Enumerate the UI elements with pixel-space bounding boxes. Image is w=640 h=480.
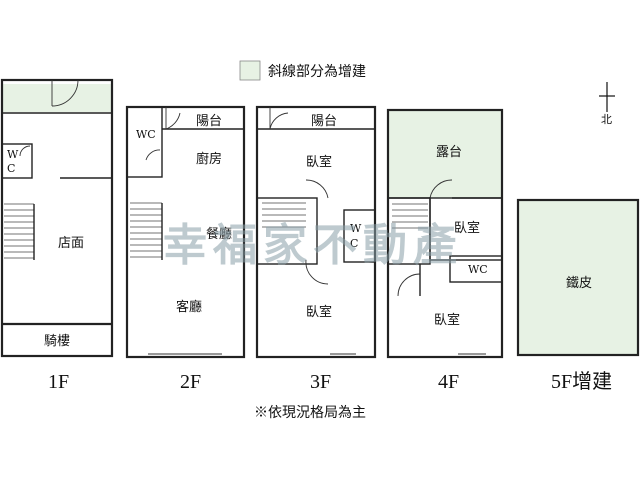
f4-room-bedroom-small: 臥室 xyxy=(454,220,480,236)
floor-2f-plan: 陽台 WC 廚房 餐廳 客廳 2F xyxy=(125,105,246,393)
f5-room-iron-sheet: 鐵皮 xyxy=(566,275,592,291)
f3-room-balcony: 陽台 xyxy=(311,114,337,129)
f3-floor-label: 3F xyxy=(310,371,331,393)
f3-wc-c: C xyxy=(350,237,358,250)
f2-room-living: 客廳 xyxy=(176,299,202,315)
f1-room-shop: 店面 xyxy=(58,236,84,251)
f5-outer-wall xyxy=(516,198,640,357)
f2-room-kitchen: 廚房 xyxy=(196,151,222,167)
f2-room-balcony: 陽台 xyxy=(196,114,222,129)
watermark-text: 幸福家不動產 xyxy=(163,220,463,271)
f1-floor-label: 1F xyxy=(48,371,69,393)
f2-floor-label: 2F xyxy=(180,371,201,393)
f1-room-arcade: 騎樓 xyxy=(44,334,70,349)
f2-wc-label: WC xyxy=(136,128,156,141)
f2-wc-room xyxy=(126,106,163,178)
f4-wc-label: WC xyxy=(468,263,488,276)
f3-wc-w: W xyxy=(350,222,362,235)
legend-label: 斜線部分為增建 xyxy=(268,64,366,80)
north-label: 北 xyxy=(601,113,612,126)
f4-stairs xyxy=(392,203,428,229)
f1-wc-room xyxy=(1,143,33,179)
f1-wc-c: C xyxy=(7,162,15,175)
f1-extension-area xyxy=(2,84,112,112)
f4-extension-terrace xyxy=(388,110,502,198)
f4-wc-room xyxy=(449,255,503,283)
f2-outer-wall xyxy=(125,105,246,359)
f2-stairs xyxy=(130,202,163,260)
north-arrow-icon: 北 xyxy=(599,82,615,126)
floor-1f-plan: W C 店面 騎樓 1F xyxy=(0,78,114,393)
f3-stairs xyxy=(262,202,306,228)
f1-outer-wall xyxy=(0,78,114,358)
legend: 斜線部分為增建 xyxy=(239,60,366,81)
floor-4f-plan: 露台 臥室 WC 臥室 4F xyxy=(386,108,504,393)
f1-stairs xyxy=(4,203,35,260)
f4-room-terrace: 露台 xyxy=(436,145,462,160)
f4-floor-label: 4F xyxy=(438,371,459,393)
f3-room-bedroom-top: 臥室 xyxy=(306,154,332,170)
layout-note: ※依現況格局為主 xyxy=(254,405,366,421)
legend-swatch xyxy=(239,60,261,81)
floor-5f-plan: 鐵皮 5F增建 xyxy=(516,198,640,393)
f3-room-bedroom-bottom: 臥室 xyxy=(306,304,332,320)
f5-floor-label: 5F增建 xyxy=(551,370,612,393)
f3-wc-room xyxy=(343,209,376,263)
f4-room-bedroom: 臥室 xyxy=(434,312,460,328)
f4-bedroom-small xyxy=(429,197,503,261)
f1-wc-w: W xyxy=(7,148,19,161)
f2-room-dining: 餐廳 xyxy=(206,226,232,242)
floor-3f-plan: 陽台 臥室 W C 臥室 3F xyxy=(255,105,377,393)
f5-extension-area xyxy=(518,200,638,355)
